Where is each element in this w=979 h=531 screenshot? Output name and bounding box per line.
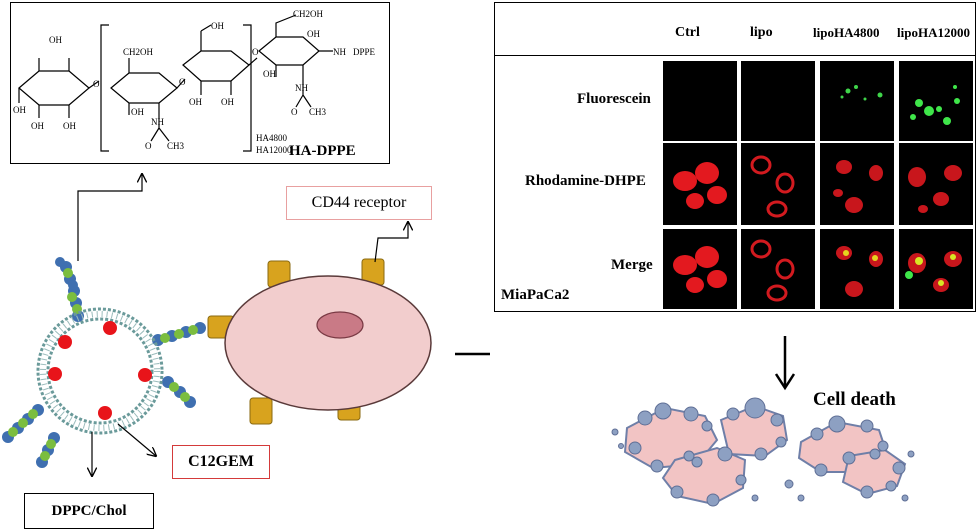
group-nh-1: NH xyxy=(151,117,164,127)
ha-dppe-structure-box: OH OH OH OH OH OH OH OH CH2OH CH2OH OH O… xyxy=(10,2,390,164)
group-oh-7: OH xyxy=(221,97,234,107)
group-o-3: O xyxy=(252,47,259,57)
cell-nucleus xyxy=(316,311,364,339)
group-oh-10: OH xyxy=(307,29,320,39)
repeat-note-1: HA4800 xyxy=(256,133,287,143)
repeat-note-2: HA12000 xyxy=(256,145,292,155)
group-oh-1: OH xyxy=(49,35,62,45)
liposome-cell-diagram xyxy=(2,166,490,531)
image-fluorescein-lipoha4800 xyxy=(820,61,894,141)
cd44-connector xyxy=(374,222,408,263)
image-rhodamine-lipo xyxy=(741,143,815,225)
group-ch2oh-2: CH2OH xyxy=(293,9,324,19)
row-label-rhodamine-dhpe: Rhodamine-DHPE xyxy=(525,173,646,189)
group-o-5: O xyxy=(291,107,298,117)
group-o-2: O xyxy=(179,77,186,87)
group-o-1: O xyxy=(93,79,100,89)
group-oh-9: OH xyxy=(263,69,276,79)
image-fluorescein-ctrl xyxy=(663,61,737,141)
image-merge-ctrl xyxy=(663,229,737,309)
image-rhodamine-lipoha12000 xyxy=(899,143,973,225)
group-nh-2: NH xyxy=(295,83,308,93)
group-oh-5: OH xyxy=(131,107,144,117)
group-o-4: O xyxy=(145,141,152,151)
ha-chains xyxy=(2,257,206,468)
group-oh-2: OH xyxy=(13,105,26,115)
image-merge-lipoha4800 xyxy=(820,229,894,309)
tumor-cell xyxy=(207,258,432,425)
column-header-lipo: lipo xyxy=(750,25,773,40)
group-oh-6: OH xyxy=(211,21,224,31)
microscopy-panel: Ctrl lipo lipoHA4800 lipoHA12000 Fluores… xyxy=(494,2,976,312)
c12gem-drug-dots xyxy=(48,321,152,420)
group-oh-8: OH xyxy=(189,97,202,107)
ha-dppe-structure-drawing: OH OH OH OH OH OH OH OH CH2OH CH2OH OH O… xyxy=(13,9,376,159)
c12gem-label: C12GEM xyxy=(188,453,254,470)
image-rhodamine-lipoha4800 xyxy=(820,143,894,225)
column-header-ctrl: Ctrl xyxy=(675,25,700,40)
group-dppe: DPPE xyxy=(353,47,376,57)
cell-death-label: Cell death xyxy=(813,389,896,410)
lipid-label: DPPC/Chol xyxy=(51,502,127,519)
group-oh-3: OH xyxy=(31,121,44,131)
group-oh-4: OH xyxy=(63,121,76,131)
image-merge-lipoha12000 xyxy=(899,229,973,309)
ha-dppe-connector xyxy=(77,174,142,261)
cell-line-label: MiaPaCa2 xyxy=(501,287,570,303)
cell-death-illustration: Cell death xyxy=(611,336,915,507)
image-fluorescein-lipoha12000 xyxy=(899,61,973,141)
lipid-label-box: DPPC/Chol xyxy=(24,493,154,529)
group-nh-3: NH xyxy=(333,47,346,57)
image-rhodamine-ctrl xyxy=(663,143,737,225)
group-ch3-1: CH3 xyxy=(167,141,185,151)
microscopy-header-divider xyxy=(495,55,975,56)
cd44-label-box: CD44 receptor xyxy=(286,186,432,220)
c12gem-connector xyxy=(117,423,156,456)
row-label-merge: Merge xyxy=(611,257,653,273)
column-header-lipoha12000: lipoHA12000 xyxy=(897,25,970,40)
structure-title: HA-DPPE xyxy=(289,143,356,159)
image-merge-lipo xyxy=(741,229,815,309)
row-label-fluorescein: Fluorescein xyxy=(577,91,651,107)
cd44-label: CD44 receptor xyxy=(311,194,407,211)
c12gem-label-box: C12GEM xyxy=(172,445,270,479)
group-ch2oh-1: CH2OH xyxy=(123,47,154,57)
group-ch3-2: CH3 xyxy=(309,107,327,117)
column-header-lipoha4800: lipoHA4800 xyxy=(813,25,880,40)
image-fluorescein-lipo xyxy=(741,61,815,141)
liposome xyxy=(36,307,164,435)
